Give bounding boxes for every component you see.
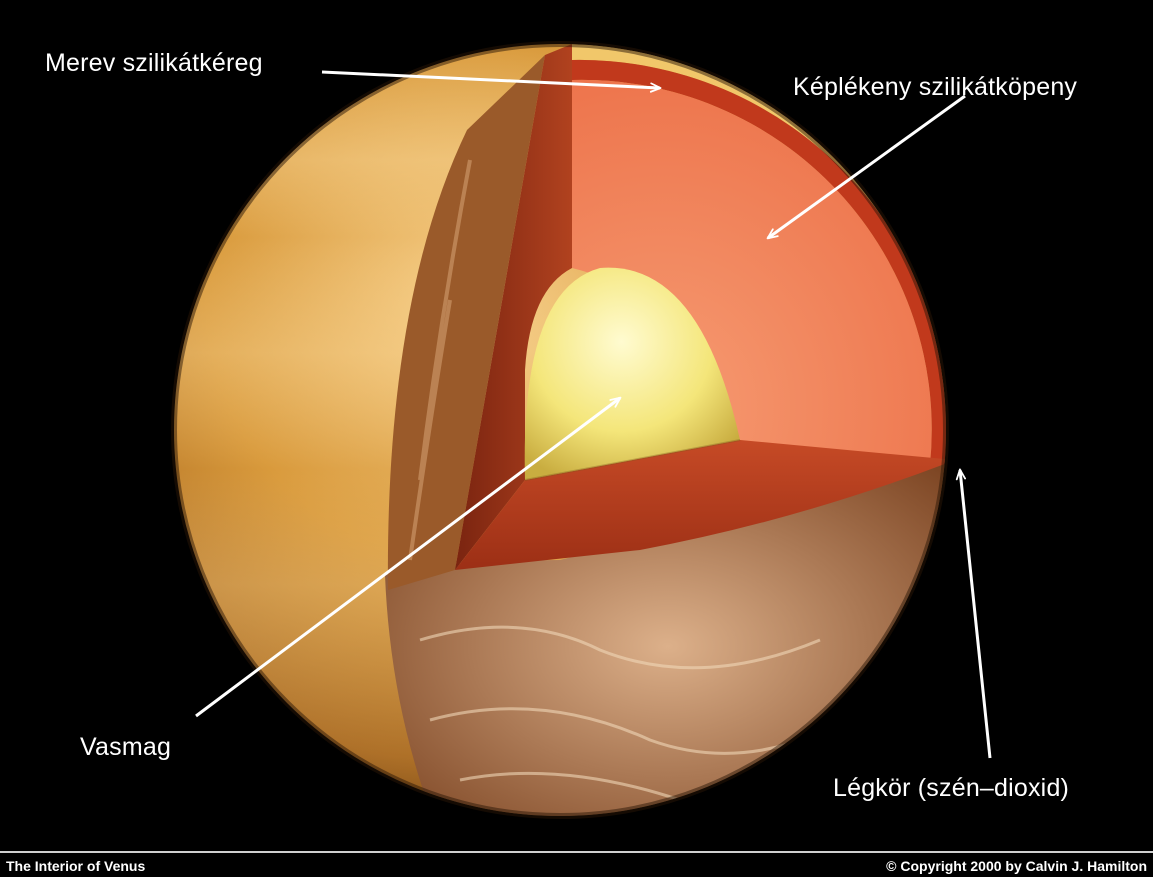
cutaway-region [385,44,946,816]
crust-texture [408,159,472,561]
crust-arrow [321,70,662,93]
atmosphere-label: Légkör (szén–dioxid) [833,774,1070,802]
copyright-notice: © Copyright 2000 by Calvin J. Hamilton [886,858,1147,874]
mantle-layer [572,79,932,466]
cut-face-bottom [455,440,946,570]
atmosphere-arrow [955,468,992,759]
mantle-arrow [766,94,966,240]
sphere-limb [171,41,949,819]
iron-core [524,267,740,480]
crust-label: Merev szilikátkéreg [45,49,263,77]
core-base-edge [524,439,741,481]
cut-face-left [455,44,572,570]
caption-bar: The Interior of Venus © Copyright 2000 b… [0,851,1153,877]
core-label: Vasmag [80,733,172,761]
caption-title: The Interior of Venus [6,858,146,874]
mantle-label: Képlékeny szilikátköpeny [793,73,1078,101]
core-arrow [195,396,622,718]
